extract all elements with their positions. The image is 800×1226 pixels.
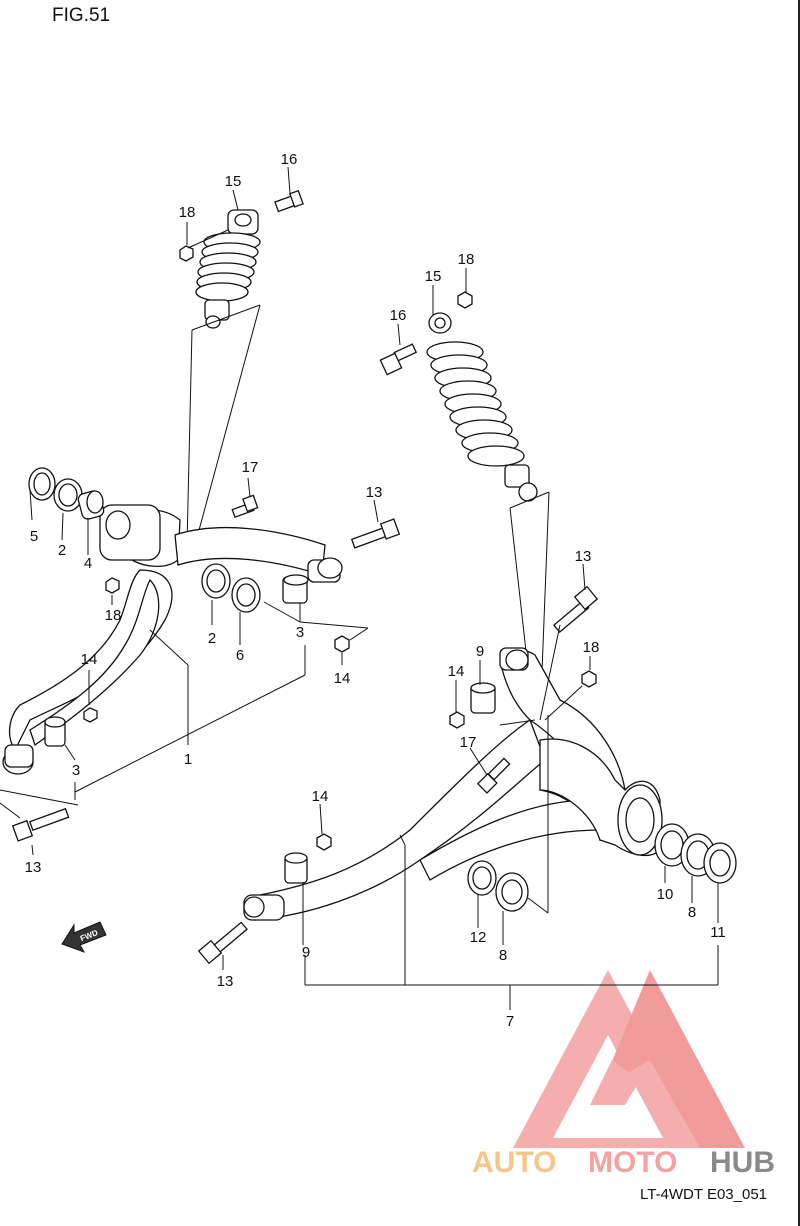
watermark-moto: MOTO (588, 1146, 677, 1179)
left-spacer-4 (77, 490, 105, 520)
left-callout-3-right: 3 (296, 624, 304, 641)
left-callout-2-mid: 2 (208, 630, 216, 647)
right-nut-18-top (457, 291, 473, 309)
left-callout-14-right: 14 (334, 670, 351, 687)
left-nut-14-right (334, 635, 350, 653)
right-callout-10: 10 (657, 886, 674, 903)
left-callout-13-top: 13 (366, 484, 383, 501)
right-callout-12: 12 (470, 929, 487, 946)
left-callout-15: 15 (225, 173, 242, 190)
right-callout-9-bottom: 9 (302, 944, 310, 961)
watermark-hub: HUB (710, 1146, 775, 1179)
right-callout-7: 7 (506, 1013, 514, 1030)
right-callout-14-bottom: 14 (312, 788, 329, 805)
right-callout-8-bottom: 8 (499, 947, 507, 964)
left-bolt-13-bottom (11, 807, 70, 842)
left-shock-absorber (195, 209, 261, 329)
right-bolt-17 (476, 757, 511, 794)
right-bushing-9-bottom (284, 852, 308, 884)
right-nut-14-bottom (316, 833, 332, 851)
left-callout-3-left: 3 (72, 762, 80, 779)
right-nut-14-top (449, 711, 465, 729)
left-bolt-16 (274, 189, 304, 213)
right-seal-11 (703, 842, 737, 884)
left-callout-4: 4 (84, 555, 92, 572)
right-callout-13-bottom: 13 (217, 973, 234, 990)
right-callout-18-top: 18 (458, 251, 475, 268)
left-nut-18-mid (105, 577, 120, 594)
right-callout-11: 11 (710, 924, 726, 941)
left-callout-18-mid: 18 (105, 607, 122, 624)
right-callout-17: 17 (460, 734, 477, 751)
right-callout-8-right: 8 (688, 904, 696, 921)
left-callout-14-left: 14 (81, 651, 98, 668)
left-seal-6 (231, 577, 261, 613)
left-bearing-2-mid (201, 563, 231, 599)
fwd-arrow-icon: FWD (61, 921, 107, 953)
left-callout-6: 6 (236, 647, 244, 664)
right-callout-15: 15 (425, 268, 442, 285)
left-callout-13-bottom: 13 (25, 859, 42, 876)
right-bearing-8-bottom (495, 872, 529, 912)
figure-title: FIG.51 (52, 5, 110, 26)
left-callout-2-top: 2 (58, 542, 66, 559)
right-seal-12 (467, 860, 497, 896)
watermark-logo (513, 970, 745, 1148)
diagram-code: LT-4WDT E03_051 (640, 1186, 767, 1203)
left-bushing-3-right (282, 574, 309, 604)
right-swing-arm (243, 647, 663, 921)
right-nut-18-mid (581, 670, 597, 688)
right-callout-18-mid: 18 (583, 639, 600, 656)
right-callout-9-top: 9 (476, 643, 484, 660)
left-nut-14-lower (83, 707, 98, 723)
right-bolt-16 (379, 343, 418, 376)
right-callout-16: 16 (390, 307, 407, 324)
watermark-auto: AUTO (472, 1146, 556, 1179)
left-callout-16: 16 (281, 151, 298, 168)
right-shock-absorber (426, 312, 538, 502)
right-callout-13-top: 13 (575, 548, 592, 565)
left-bolt-17 (231, 494, 259, 519)
left-bushing-3-left (44, 716, 66, 747)
left-bolt-13-top (350, 518, 401, 549)
left-callout-17: 17 (242, 459, 259, 476)
right-bolt-13-top (552, 585, 599, 633)
right-bushing-9-top (470, 682, 496, 714)
left-swing-arm (2, 504, 343, 775)
left-callout-5: 5 (30, 528, 38, 545)
left-callout-18-top: 18 (179, 204, 196, 221)
left-callout-1: 1 (184, 751, 192, 768)
left-nut-18-top (179, 245, 194, 262)
right-bolt-13-bottom (197, 921, 248, 965)
left-bearing-2-top (53, 478, 83, 512)
right-callout-14-top: 14 (448, 663, 465, 680)
left-seal-5 (28, 467, 56, 501)
